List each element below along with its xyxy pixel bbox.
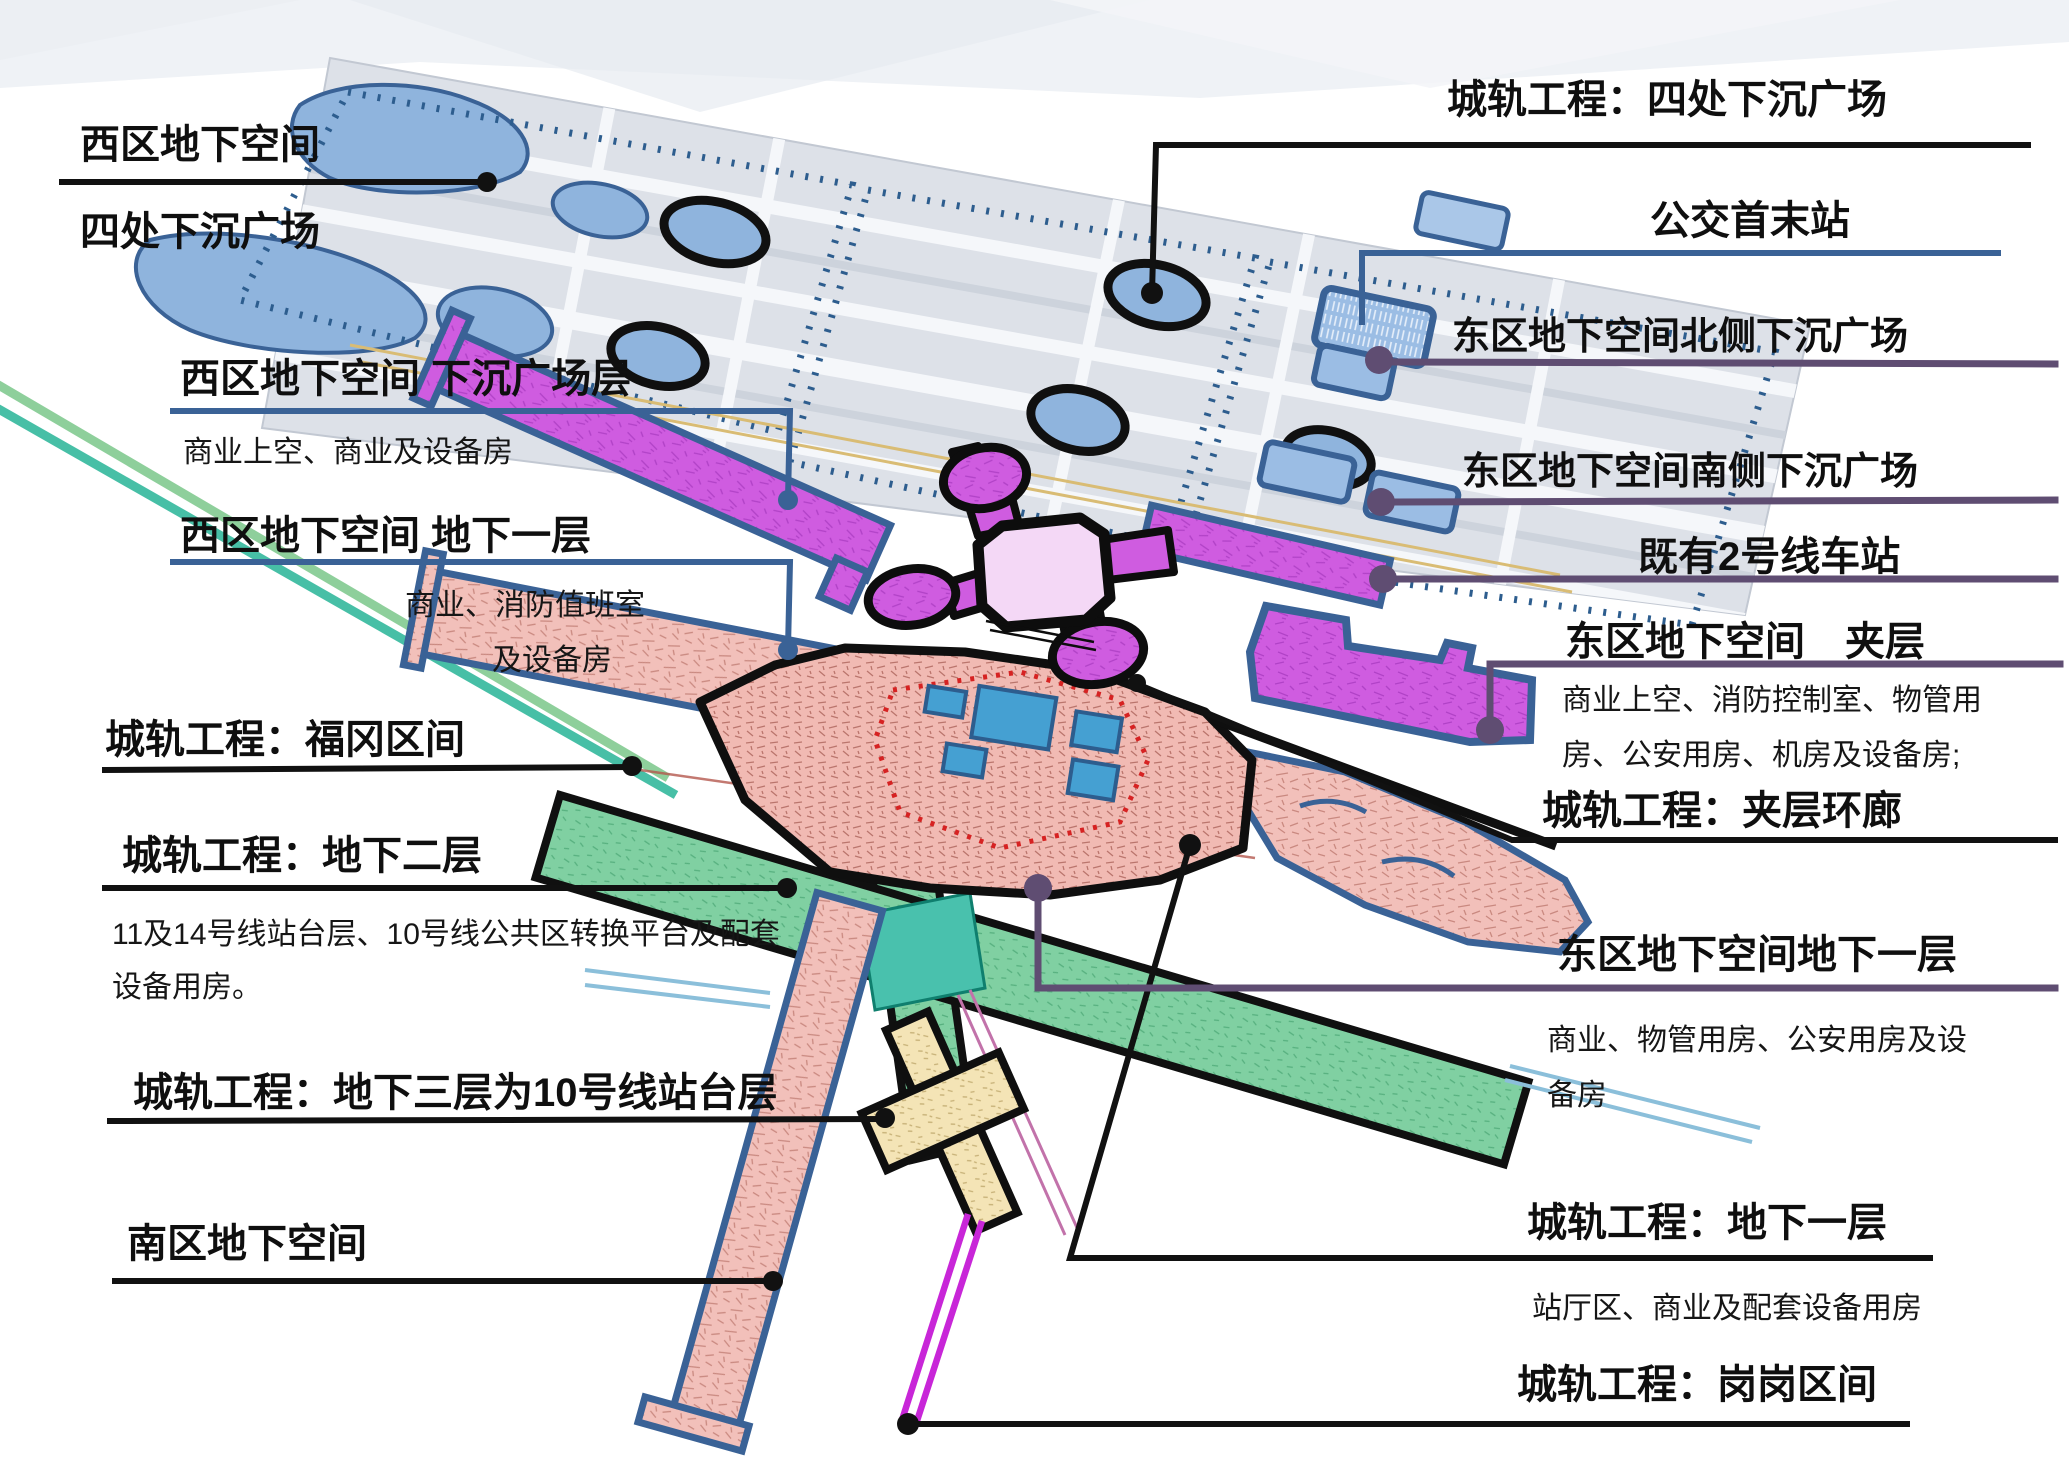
parking-rect [1256, 439, 1358, 505]
callout-dots [477, 172, 1504, 1435]
south-b1-strip [633, 888, 887, 1456]
east-b1-detail [1299, 798, 1456, 879]
b3-line10-platform [856, 1006, 1030, 1237]
label-south-space: 南区地下空间 [127, 1222, 367, 1266]
label-east-b1-sub2: 备房 [1547, 1079, 1607, 1112]
paid-zone-red-dashed [872, 669, 1151, 851]
labels: 西区地下空间 四处下沉广场 西区地下空间 下沉广场层 商业上空、商业及设备房 西… [80, 78, 1982, 1407]
east-b1-band [1239, 747, 1593, 956]
label-metro-b1-sub: 站厅区、商业及配套设备用房 [1532, 1292, 1922, 1325]
b2-platform-box [858, 891, 987, 1012]
concourse-pools [922, 683, 1125, 803]
label-metro-b2-sub1: 11及14号线站台层、10号线公共区转换平台及配套 [112, 918, 780, 951]
east-mezzanine-polygon [1245, 601, 1537, 747]
label-east-mezzanine-sub1: 商业上空、消防控制室、物管用 [1562, 684, 1982, 717]
label-east-mezzanine-sub2: 房、公安用房、机房及设备房; [1562, 739, 1960, 772]
mezzanine-ring-cross [863, 442, 1178, 690]
label-west-plaza-level: 西区地下空间 下沉广场层 [180, 357, 631, 401]
sunken-plaza-ellipse [659, 195, 771, 269]
label-west-plazas: 四处下沉广场 [80, 210, 320, 254]
label-east-b1-sub1: 商业、物管用房、公安用房及设 [1547, 1024, 1967, 1057]
label-west-b1: 西区地下空间 地下一层 [180, 514, 591, 558]
label-west-b1-sub1: 商业、消防值班室 [405, 589, 645, 622]
label-metro-plazas: 城轨工程：四处下沉广场 [1447, 78, 1887, 122]
label-metro-b2: 城轨工程：地下二层 [122, 834, 482, 878]
top-banner-graphics [0, 0, 2069, 112]
label-east-south-plaza: 东区地下空间南侧下沉广场 [1462, 451, 1918, 493]
label-metro-fugang: 城轨工程：福冈区间 [105, 718, 465, 762]
label-east-mezzanine: 东区地下空间 夹层 [1565, 620, 1925, 664]
mezzanine-lobe [863, 564, 961, 630]
west-plaza-blob [133, 231, 428, 355]
label-metro-b1: 城轨工程：地下一层 [1527, 1201, 1887, 1245]
label-metro-b2-sub2: 设备用房。 [112, 971, 262, 1004]
label-metro-b3: 城轨工程：地下三层为10号线站台层 [133, 1071, 778, 1115]
west-plaza-blob [550, 180, 650, 240]
label-bus-terminus: 公交首末站 [1650, 199, 1850, 243]
callout-lines [59, 142, 2064, 1427]
label-west-space: 西区地下空间 [80, 123, 320, 167]
b2-guide-lines [584, 968, 1761, 1236]
track-lines [898, 1213, 986, 1429]
parking-rect [1413, 190, 1511, 252]
label-east-north-plaza: 东区地下空间北侧下沉广场 [1452, 316, 1908, 358]
plaza-core-square [972, 512, 1116, 633]
label-west-plaza-level-sub: 商业上空、商业及设备房 [183, 436, 513, 469]
label-metro-mezzanine-ring: 城轨工程：夹层环廊 [1542, 789, 1902, 833]
label-line2-station: 既有2号线车站 [1638, 535, 1900, 579]
label-west-b1-sub2: 及设备房 [492, 644, 612, 677]
sunken-plaza-ellipse [1026, 384, 1130, 456]
label-east-b1: 东区地下空间地下一层 [1557, 933, 1957, 977]
label-metro-ganggang: 城轨工程：岗岗区间 [1517, 1363, 1877, 1407]
mezzanine-lobe [938, 442, 1032, 514]
metro-b1-concourse [695, 643, 1558, 900]
sunken-plaza-ellipse [606, 321, 710, 391]
west-plaza-level-bar [408, 305, 896, 615]
